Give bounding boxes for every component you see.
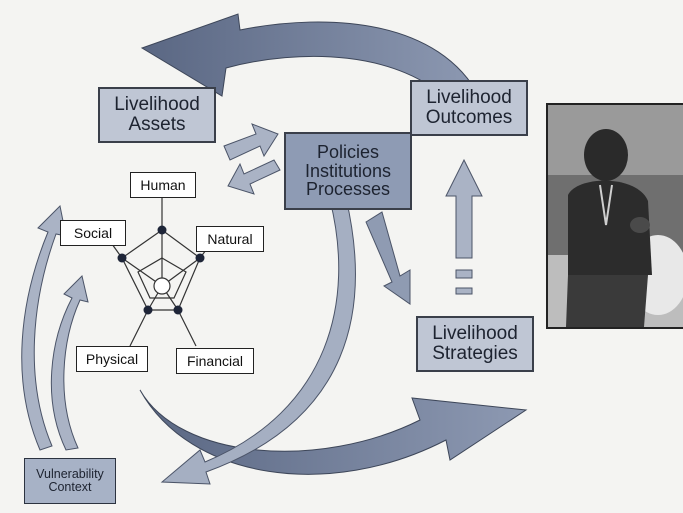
asset-pentagon bbox=[111, 196, 207, 347]
strategies-to-outcomes-arrow bbox=[445, 158, 483, 259]
vulnerability-to-social-arrow bbox=[21, 204, 67, 451]
policies-to-vulnerability-arrow bbox=[160, 197, 356, 485]
assets-to-policies-arrow bbox=[223, 123, 279, 161]
vulnerability-to-assets-arrow bbox=[50, 275, 89, 451]
capital-physical-label: Physical bbox=[85, 350, 139, 367]
policies-box: Policies Institutions Processes bbox=[284, 132, 412, 210]
capital-social-label: Social bbox=[73, 224, 113, 241]
livelihood-assets-box: Livelihood Assets bbox=[98, 87, 216, 143]
policies-label: Policies Institutions Processes bbox=[304, 141, 392, 200]
top-arc-arrow bbox=[140, 13, 481, 105]
capital-connector bbox=[129, 309, 149, 347]
capital-connector bbox=[177, 309, 197, 347]
vulnerability-context-label: Vulnerability Context bbox=[36, 466, 104, 494]
capital-social: Social bbox=[60, 220, 126, 246]
livelihood-outcomes-box: Livelihood Outcomes bbox=[410, 80, 528, 136]
capital-financial-label: Financial bbox=[186, 352, 244, 369]
pentagon-outer bbox=[121, 229, 201, 311]
policies-to-assets-arrow bbox=[227, 159, 281, 195]
person-photo bbox=[546, 103, 683, 329]
pentagon-node bbox=[117, 253, 127, 263]
capital-natural: Natural bbox=[196, 226, 264, 252]
policies-to-strategies-arrow bbox=[365, 211, 411, 305]
capital-human: Human bbox=[130, 172, 196, 198]
arrow-dash bbox=[455, 269, 473, 279]
capital-human-label: Human bbox=[140, 176, 186, 193]
livelihood-strategies-label: Livelihood Strategies bbox=[432, 323, 518, 364]
capital-natural-label: Natural bbox=[207, 230, 253, 247]
pentagon-node bbox=[195, 253, 205, 263]
livelihood-assets-label: Livelihood Assets bbox=[114, 94, 200, 135]
person-photo-image bbox=[548, 105, 683, 327]
capital-physical: Physical bbox=[76, 346, 148, 372]
capital-financial: Financial bbox=[176, 348, 254, 374]
livelihood-strategies-box: Livelihood Strategies bbox=[416, 316, 534, 372]
vulnerability-context-box: Vulnerability Context bbox=[24, 458, 116, 504]
pentagon-inner bbox=[137, 257, 187, 299]
livelihood-outcomes-label: Livelihood Outcomes bbox=[425, 87, 513, 128]
pentagon-node bbox=[157, 225, 167, 235]
arrow-dash bbox=[455, 287, 473, 295]
pentagon-node bbox=[143, 305, 153, 315]
pentagon-node bbox=[173, 305, 183, 315]
pentagon-center bbox=[153, 277, 171, 295]
